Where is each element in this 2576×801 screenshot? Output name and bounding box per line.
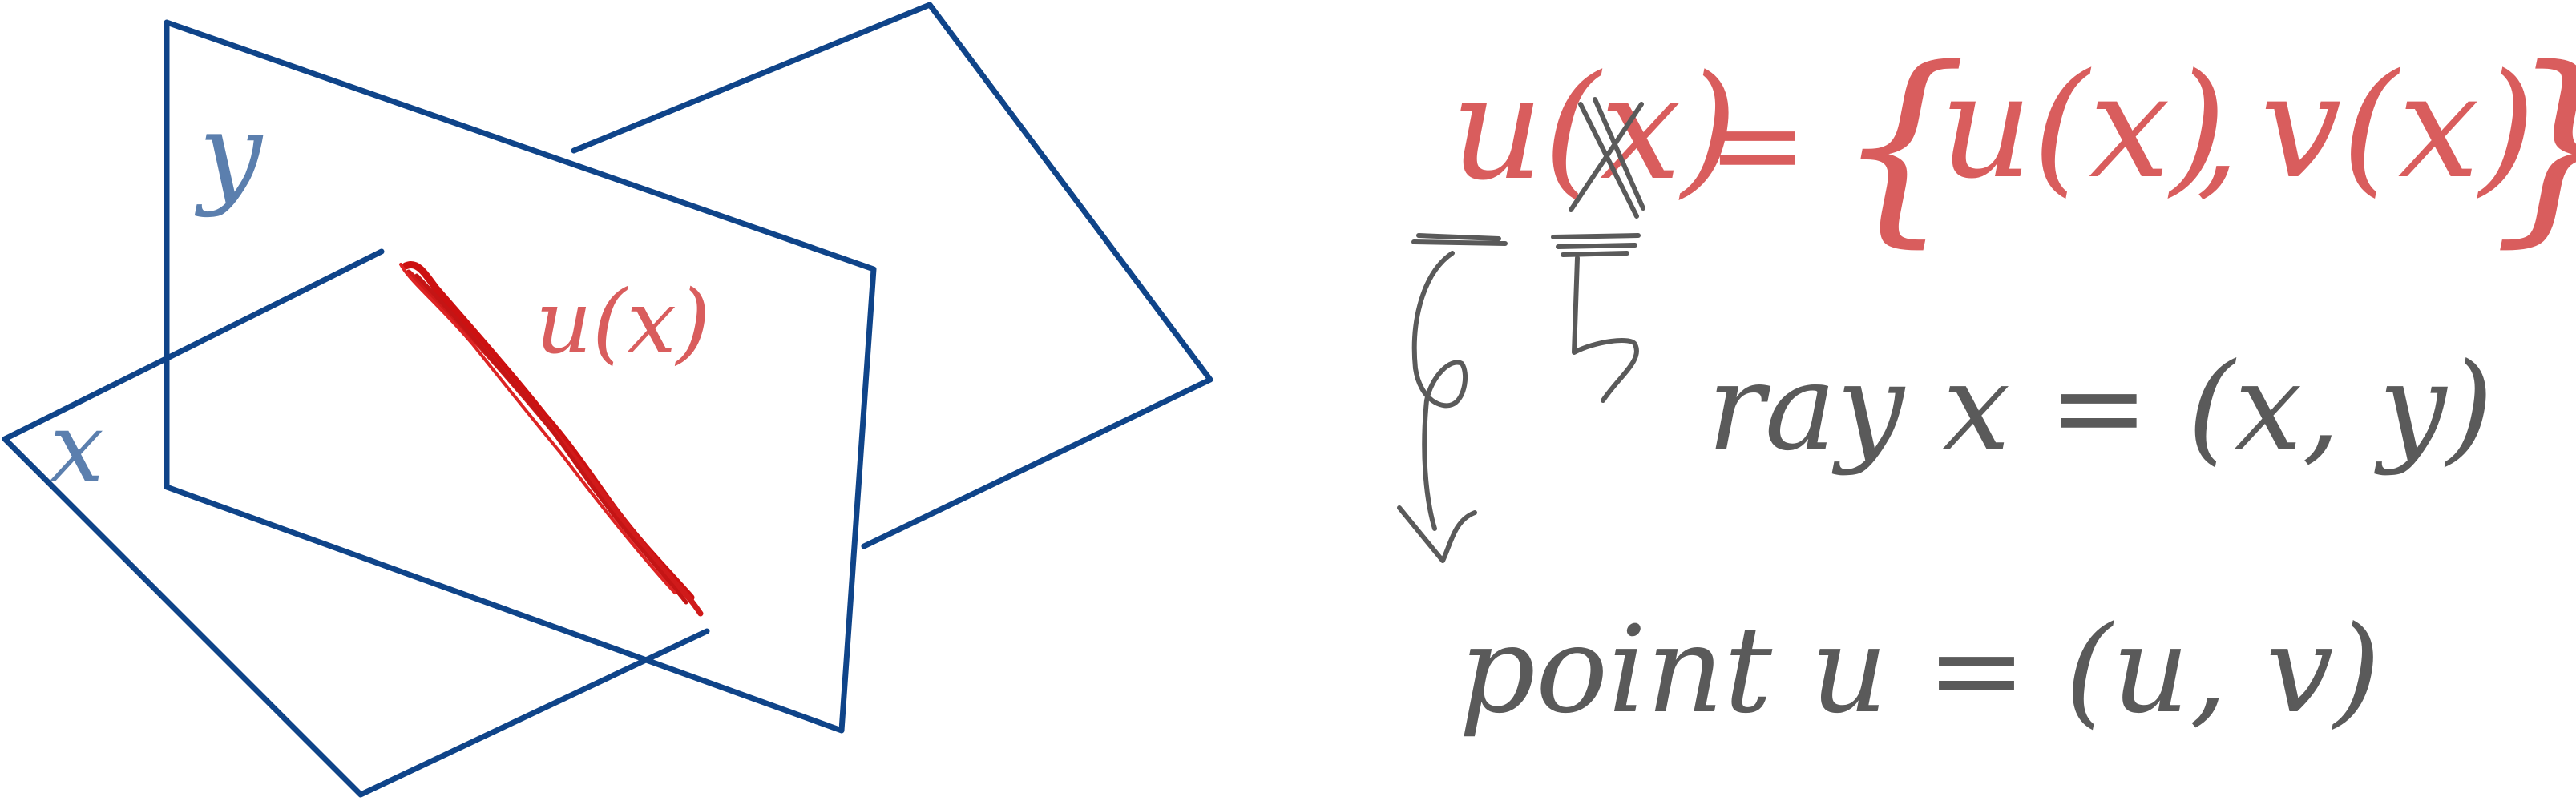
- point-note: point u = (u, v): [1459, 601, 2380, 740]
- equation-close-brace: }: [2493, 24, 2576, 266]
- equation-comma: ,: [2196, 55, 2239, 214]
- equation: u(x) = { u(x) , v(x) }: [1451, 24, 2576, 266]
- down-arrow-icon: [1397, 505, 1477, 563]
- equation-u-term: u(x): [1940, 43, 2227, 211]
- y-axis-label: y: [194, 89, 264, 219]
- overwritten-x-scribble: [1569, 97, 1645, 219]
- back-plane: [2, 2, 1213, 798]
- front-plane: [164, 19, 877, 734]
- x-axis-label: x: [50, 392, 104, 504]
- ray-stroke: [399, 261, 704, 617]
- back-plane-edge-top: [571, 2, 1213, 549]
- back-plane-edge-left-lower: [2, 248, 710, 798]
- ray-note: ray x = (x, y): [1707, 338, 2493, 477]
- equation-v-term: v(x): [2260, 43, 2536, 211]
- u-bracket-annotation: [1397, 233, 1508, 563]
- x-bracket-annotation: [1551, 233, 1641, 403]
- ray-u-of-x-label: u(x): [535, 271, 711, 373]
- equation-equals: =: [1707, 75, 1808, 215]
- equation-open-brace: {: [1835, 24, 1968, 266]
